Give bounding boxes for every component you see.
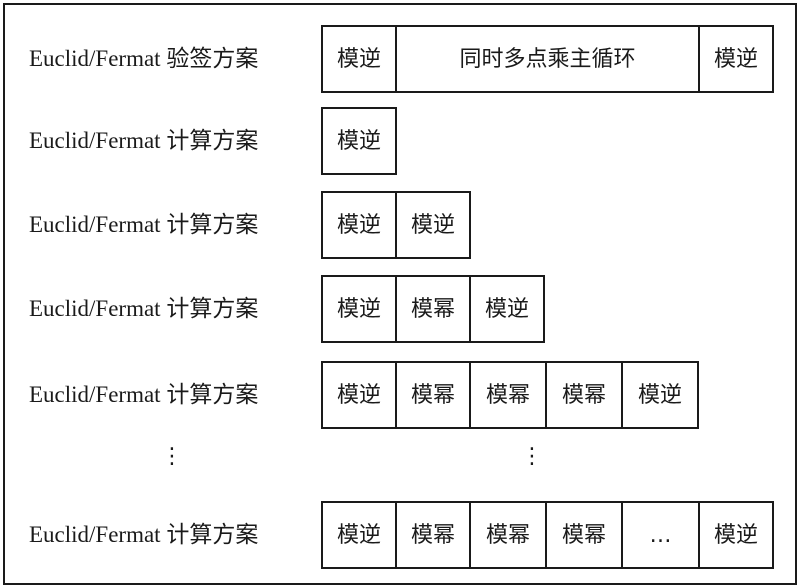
cell-mod-inverse: 模逆 [321, 25, 397, 93]
cell-multi-point-mult-loop: 同时多点乘主循环 [395, 25, 700, 93]
cell-mod-exp: 模幂 [395, 275, 471, 343]
cell-mod-inverse: 模逆 [321, 275, 397, 343]
cell-ellipsis: … [621, 501, 700, 569]
vertical-ellipsis-icon: ⋮ [161, 444, 183, 469]
cell-mod-inverse: 模逆 [321, 191, 397, 259]
cell-mod-exp: 模幂 [545, 361, 623, 429]
row-label-compute: Euclid/Fermat 计算方案 [29, 128, 259, 153]
row-label-compute: Euclid/Fermat 计算方案 [29, 522, 259, 547]
cell-mod-inverse: 模逆 [321, 361, 397, 429]
row-label-compute: Euclid/Fermat 计算方案 [29, 382, 259, 407]
row-label-compute: Euclid/Fermat 计算方案 [29, 212, 259, 237]
diagram-frame: Euclid/Fermat 验签方案 模逆 同时多点乘主循环 模逆 Euclid… [3, 3, 797, 585]
cell-mod-inverse: 模逆 [469, 275, 545, 343]
vertical-ellipsis-icon: ⋮ [521, 444, 543, 469]
cell-mod-exp: 模幂 [395, 501, 471, 569]
cell-mod-inverse: 模逆 [698, 25, 774, 93]
row-label-verify: Euclid/Fermat 验签方案 [29, 46, 259, 71]
cell-mod-inverse: 模逆 [621, 361, 699, 429]
cell-mod-inverse: 模逆 [321, 501, 397, 569]
cell-mod-inverse: 模逆 [698, 501, 774, 569]
row-label-compute: Euclid/Fermat 计算方案 [29, 296, 259, 321]
cell-mod-inverse: 模逆 [395, 191, 471, 259]
cell-mod-exp: 模幂 [469, 501, 547, 569]
cell-mod-inverse: 模逆 [321, 107, 397, 175]
cell-mod-exp: 模幂 [395, 361, 471, 429]
cell-mod-exp: 模幂 [545, 501, 623, 569]
cell-mod-exp: 模幂 [469, 361, 547, 429]
